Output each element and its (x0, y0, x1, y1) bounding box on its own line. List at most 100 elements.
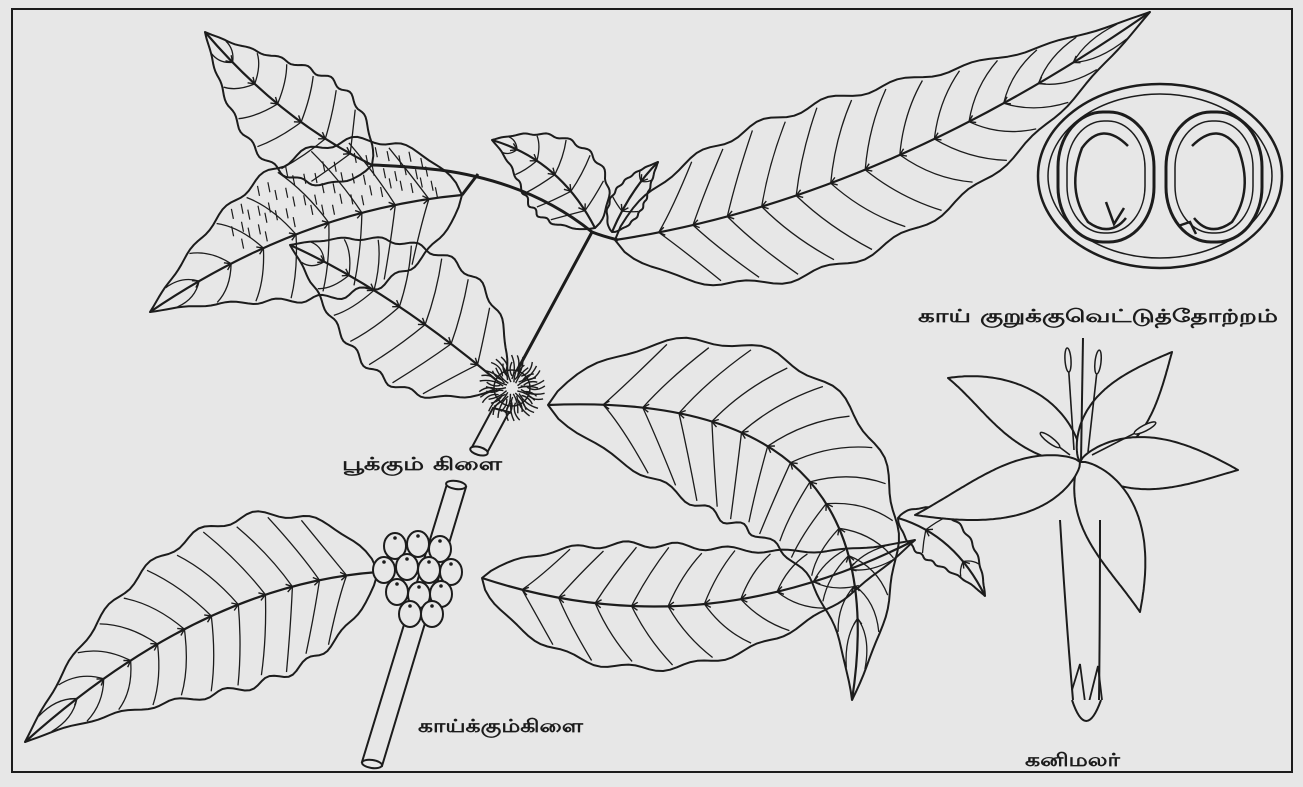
leaf-vein (425, 259, 442, 325)
leaf-vein (100, 624, 158, 644)
leaf-outline (25, 511, 378, 742)
berry-scar (405, 557, 409, 561)
embryo-tip-left (1106, 202, 1124, 224)
leaf-vein (679, 350, 751, 413)
leaf-vein (203, 532, 265, 595)
leaf-vein (668, 606, 713, 657)
leaf-vein (537, 136, 539, 161)
leaf-shading (242, 239, 244, 249)
petal (948, 376, 1081, 463)
leaf-vein (934, 139, 1007, 161)
berry-scar (382, 560, 386, 564)
leaf-shading (389, 178, 391, 188)
leaf-vein (613, 197, 622, 211)
leaf-shading (286, 208, 288, 218)
leaf-vein (255, 53, 259, 84)
anther (1094, 350, 1103, 375)
leaf-shading (416, 169, 418, 179)
leaf-vein (643, 408, 676, 486)
stem (512, 232, 618, 380)
leaf-vein (301, 520, 346, 575)
leaf-vein (301, 76, 313, 122)
leaf-shading (384, 168, 386, 178)
leaf-vein (741, 554, 771, 599)
leaf-vein (831, 100, 852, 183)
seed-right (1166, 112, 1262, 242)
leaf-vein (768, 416, 850, 446)
leaf-vein (704, 551, 735, 605)
leaf-shading (435, 187, 437, 197)
leaf-vein (762, 122, 786, 207)
leaf-shading (265, 213, 267, 223)
leaf-midrib (25, 572, 378, 742)
leaf-vein (900, 155, 973, 182)
berry-scar (427, 560, 431, 564)
leaf (150, 137, 462, 312)
leaf-vein (632, 606, 673, 665)
leaf-shading (258, 224, 260, 234)
leaf-vein (478, 308, 490, 365)
leaf-shading (431, 181, 433, 191)
leaf-vein (731, 433, 742, 520)
leaf-shading (421, 158, 423, 168)
leaf-shading (381, 187, 383, 197)
leaf-shading (370, 185, 372, 195)
leaf-vein (256, 248, 264, 301)
leaf-outline (548, 338, 899, 700)
leaf-vein (211, 616, 214, 691)
leaf-vein (585, 181, 604, 211)
leaf-shading (293, 197, 295, 207)
calyx-lobe (1072, 664, 1085, 702)
berry-scar (438, 539, 442, 543)
leaf-vein (693, 149, 723, 225)
leaf-vein (334, 290, 374, 315)
leaf-vein (325, 90, 336, 139)
leaf-vein (181, 629, 186, 695)
leaf-vein (153, 644, 159, 705)
leaf-vein (762, 207, 834, 260)
leaf-vein (423, 365, 478, 394)
leaf-vein (865, 170, 941, 211)
leaf-vein (810, 477, 886, 484)
leaf-shading (364, 175, 366, 185)
leaf-shading (362, 195, 364, 205)
leaf-vein (796, 108, 817, 196)
berry-scar (408, 604, 412, 608)
leaf-vein (742, 387, 823, 433)
leaf-shading (311, 205, 313, 215)
leaf-shading (241, 204, 243, 214)
leaf-vein (257, 122, 301, 147)
leaf-vein (217, 224, 264, 249)
leaf-vein (354, 213, 362, 286)
leaf-shading (293, 217, 295, 227)
leaf-midrib (205, 32, 372, 165)
leaf-vein (900, 81, 923, 155)
leaf-vein (603, 344, 667, 404)
leaf-vein (224, 84, 255, 89)
stem (372, 165, 592, 232)
berry-scar (393, 536, 397, 540)
leaf-vein (668, 553, 702, 606)
leaf-vein (791, 447, 873, 463)
leaf-vein (247, 198, 296, 235)
leaf-vein (632, 547, 669, 606)
leaf-shading (333, 183, 335, 193)
leaf-vein (147, 570, 211, 616)
leaf-shading (268, 203, 270, 213)
leaf-vein (777, 554, 807, 592)
ovary (1072, 700, 1101, 721)
leaf (290, 237, 507, 398)
leaf-vein (1004, 50, 1037, 103)
leaf-vein (923, 530, 926, 553)
leaf (25, 511, 378, 742)
leaf-vein (704, 604, 751, 643)
leaf (548, 338, 899, 700)
leaf-shading (304, 195, 306, 205)
leaf-shading (242, 222, 244, 232)
leaf-vein (349, 143, 395, 205)
leaf-shading (248, 210, 250, 220)
leaf-vein (603, 405, 648, 474)
leaf-vein (374, 240, 379, 290)
leaf-vein (712, 422, 717, 507)
leaf-vein (78, 651, 131, 661)
